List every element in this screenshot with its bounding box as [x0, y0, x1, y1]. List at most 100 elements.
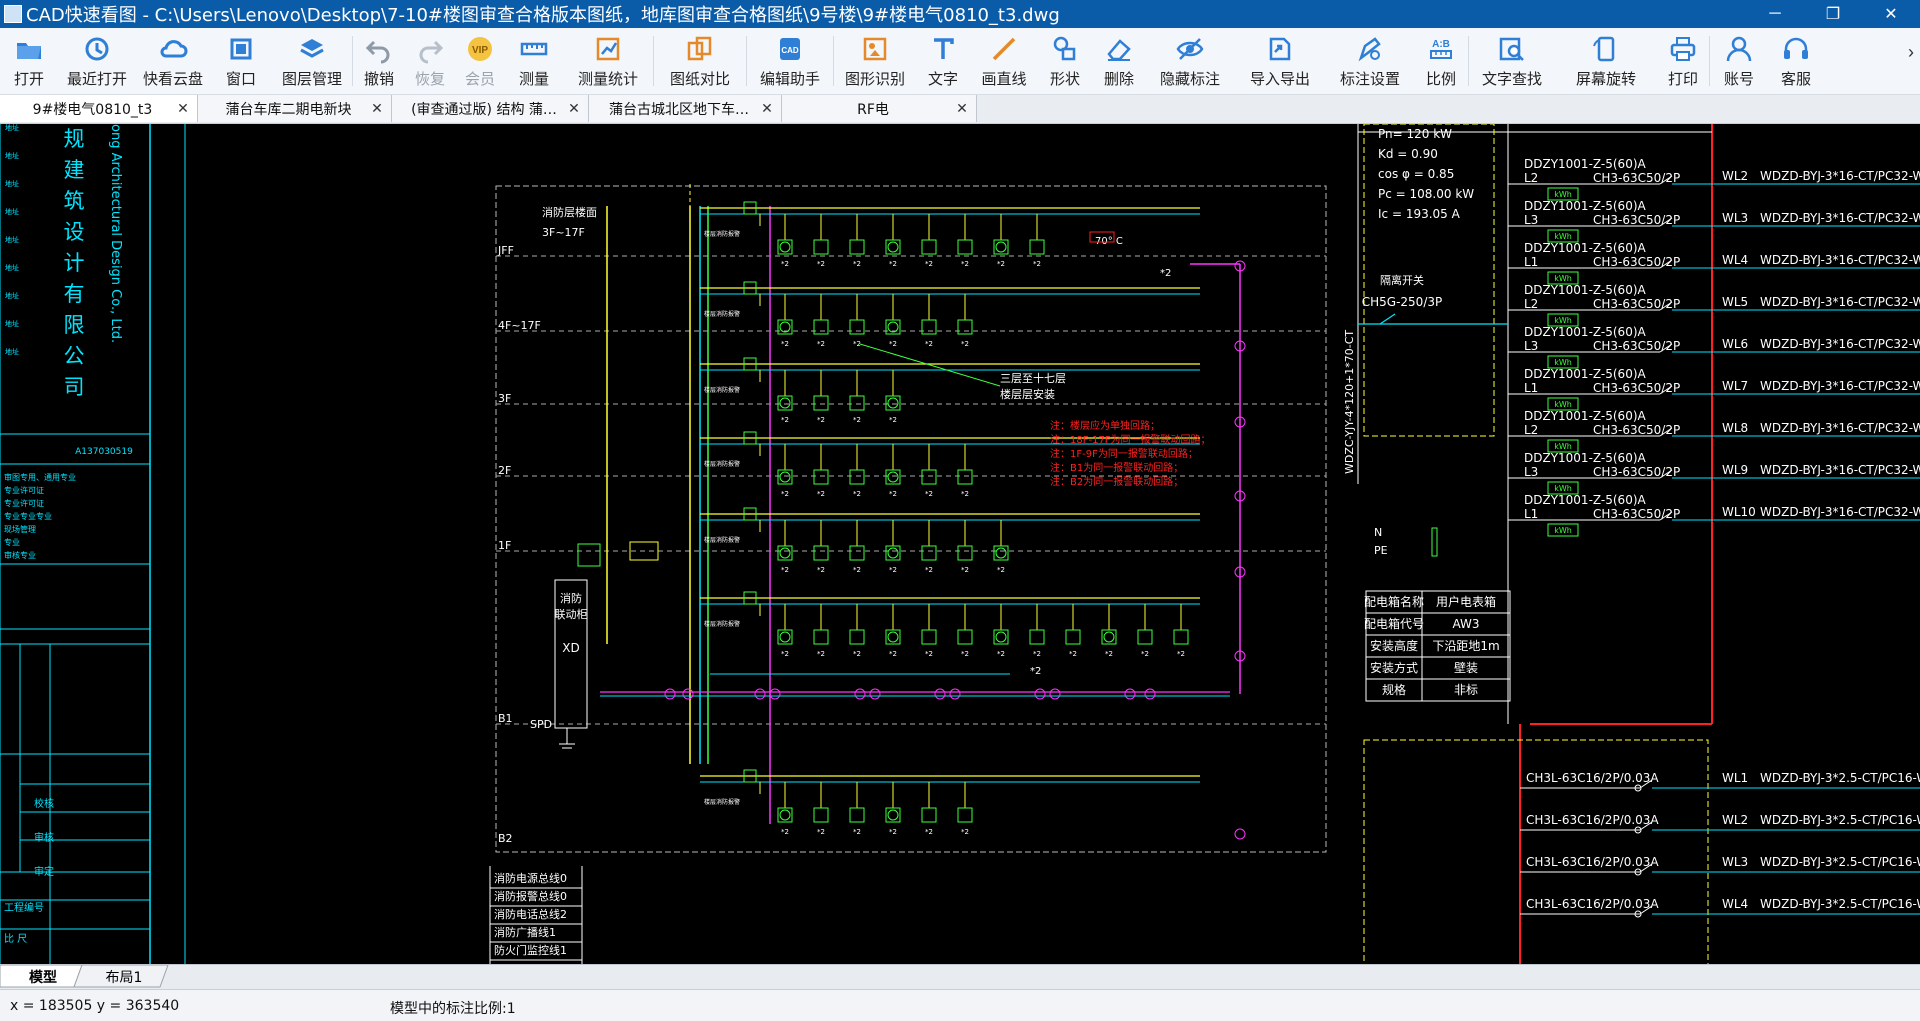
toolbar-button-headset[interactable]: 客服 — [1768, 28, 1824, 88]
circuit-cable: WDZD-BYJ-3*16-CT/PC32-WC — [1760, 295, 1920, 309]
tab-close-icon[interactable]: ✕ — [956, 100, 968, 117]
review-stamp-text: 审核专业 — [4, 550, 36, 560]
circuit-cable: WDZD-BYJ-3*16-CT/PC32-WC — [1760, 421, 1920, 435]
fire-device-symbol — [885, 807, 901, 823]
bus-coupler — [1124, 688, 1136, 700]
device-circle — [779, 547, 791, 559]
toolbar-button-label: 文字查找 — [1481, 70, 1542, 88]
toolbar-button-window[interactable]: 窗口 — [210, 28, 272, 88]
rcd-symbol — [1634, 868, 1642, 876]
sig-row-label: 校核 — [34, 797, 54, 810]
toolbar-button-cloud[interactable]: 快看云盘 — [136, 28, 210, 88]
lower-circuit-cable: WDZD-BYJ-3*2.5-CT/PC16-WC — [1760, 897, 1920, 911]
lower-breaker-symbol — [1639, 905, 1653, 915]
firm-name-char: 建 — [64, 158, 85, 182]
toolbar-button-undo[interactable]: 撤销 — [353, 28, 405, 88]
toolbar-button-label: 图纸对比 — [669, 70, 730, 88]
firm-address-char: 地址 — [5, 207, 19, 216]
device-circle — [887, 241, 899, 253]
device-circle — [887, 631, 899, 643]
firm-address-char: 地址 — [5, 124, 19, 132]
toolbar-button-line[interactable]: 画直线 — [970, 28, 1038, 88]
tab-9-building-electrical[interactable]: 9#楼电气0810_t3✕ — [0, 95, 198, 122]
panel-table-value: 壁装 — [1454, 660, 1478, 675]
toolbar-button-layers[interactable]: 图层管理 — [272, 28, 352, 88]
red-note-line: 注：B1为同一报警联动回路； — [1050, 461, 1183, 474]
toolbar-button-ruler[interactable]: 测量 — [505, 28, 563, 88]
fire-device-symbol — [885, 319, 901, 335]
toolbar-button-eraser[interactable]: 删除 — [1092, 28, 1146, 88]
lower-circuit-id: WL3 — [1722, 855, 1748, 869]
floor-module-note: 楼层消防报警 — [704, 310, 740, 318]
review-stamp-text: 专业许可证 — [4, 498, 44, 508]
toolbar-button-text-search[interactable]: 文字查找 — [1469, 28, 1555, 88]
svg-text:A:B: A:B — [1432, 39, 1450, 50]
layout-tab-layout1[interactable]: 布局1 — [105, 970, 143, 986]
fire-device-symbol — [921, 545, 937, 561]
toolbar-button-annotation-settings[interactable]: 标注设置 — [1326, 28, 1414, 88]
riser-node — [1234, 490, 1246, 502]
toolbar-button-history[interactable]: 最近打开 — [58, 28, 136, 88]
meter-model: DDZY1001-Z-5(60)A — [1524, 409, 1647, 423]
review-stamp-text: 专业专业专业 — [4, 511, 52, 521]
tab-structure-review[interactable]: (审查通过版) 结构 蒲… ✕ — [392, 95, 589, 122]
device-qty: *2 — [781, 828, 789, 836]
close-button[interactable]: ✕ — [1884, 6, 1898, 23]
toolbar-button-label: 导入导出 — [1249, 70, 1310, 88]
annotation-settings-icon — [1355, 34, 1385, 64]
tab-putai-old-city[interactable]: 蒲台古城北区地下车… ✕ — [589, 95, 782, 122]
circuit-breaker-symbol — [1659, 175, 1673, 185]
device-qty: *2 — [817, 416, 825, 424]
tab-label: (审查通过版) 结构 蒲… — [411, 101, 557, 118]
tab-close-icon[interactable]: ✕ — [761, 100, 773, 117]
maximize-button[interactable]: ❐ — [1825, 6, 1841, 23]
toolbar-button-label: 恢复 — [414, 70, 445, 88]
fire-device-symbol — [957, 629, 973, 645]
toolbar-button-printer[interactable]: 打印 — [1657, 28, 1709, 88]
device-qty: *2 — [781, 490, 789, 498]
tab-label: 蒲台古城北区地下车… — [609, 101, 749, 118]
floor-label: 4F~17F — [498, 319, 541, 332]
toolbar-button-compare[interactable]: 图纸对比 — [654, 28, 746, 88]
kwh-label: kWh — [1554, 526, 1572, 535]
toolbar-button-shape-recognize[interactable]: 图形识别 — [834, 28, 916, 88]
toolbar-button-account[interactable]: 账号 — [1710, 28, 1768, 88]
fire-device-symbol — [921, 629, 937, 645]
firm-address-char: 地址 — [5, 347, 19, 356]
tab-rf-electrical[interactable]: RF电✕ — [782, 95, 977, 122]
bus-coupler — [769, 688, 781, 700]
toolbar-button-text[interactable]: 文字 — [916, 28, 970, 88]
toolbar-overflow-icon[interactable]: › — [1908, 42, 1914, 62]
tab-putai-garage[interactable]: 蒲台车库二期电新块✕ — [198, 95, 392, 122]
floor-module-note: 楼层消防报警 — [704, 230, 740, 238]
toolbar-button-measure-stats[interactable]: 测量统计 — [563, 28, 653, 88]
tab-close-icon[interactable]: ✕ — [568, 100, 580, 117]
bus-coupler — [754, 688, 766, 700]
kwh-label: kWh — [1554, 274, 1572, 283]
layout-tab-model[interactable]: 模型 — [29, 970, 57, 986]
meter-model: DDZY1001-Z-5(60)A — [1524, 283, 1647, 297]
minimize-button[interactable]: ─ — [1769, 5, 1781, 22]
device-circle — [887, 471, 899, 483]
toolbar-button-shape[interactable]: 形状 — [1038, 28, 1092, 88]
red-note-line: 注：B2为同一报警联动回路； — [1050, 475, 1183, 488]
toolbar-button-rotate-screen[interactable]: 屏幕旋转 — [1555, 28, 1657, 88]
tab-close-icon[interactable]: ✕ — [371, 100, 383, 117]
device-qty: *2 — [853, 416, 861, 424]
toolbar-separator — [833, 36, 834, 86]
toolbar-button-hide-annotation[interactable]: 隐藏标注 — [1146, 28, 1234, 88]
fire-device-symbol — [885, 469, 901, 485]
folder-open-icon — [14, 34, 44, 64]
toolbar-button-folder-open[interactable]: 打开 — [0, 28, 58, 88]
toolbar-button-import-export[interactable]: 导入导出 — [1234, 28, 1326, 88]
tab-close-icon[interactable]: ✕ — [177, 100, 189, 117]
window-icon — [226, 34, 256, 64]
circuit-phase: L2 — [1524, 297, 1538, 311]
toolbar-button-redo[interactable]: 恢复 — [405, 28, 455, 88]
kwh-meter — [1547, 397, 1579, 411]
fire-device-symbol — [957, 239, 973, 255]
